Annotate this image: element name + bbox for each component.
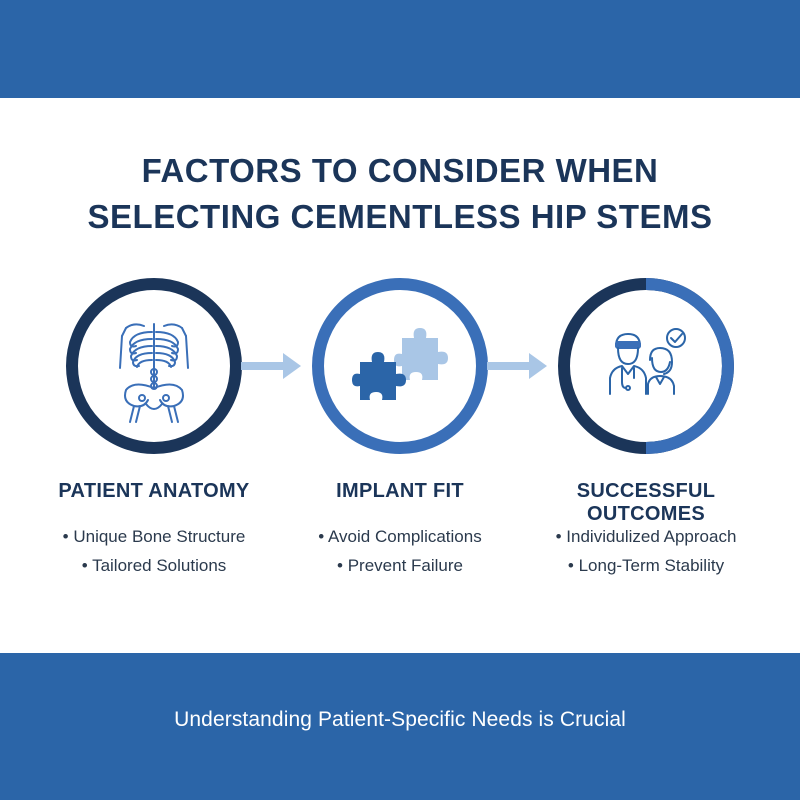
step-heading: Successful Outcomes <box>576 480 716 525</box>
footer-text: Understanding Patient-Specific Needs is … <box>174 708 626 731</box>
bullet-item: Avoid Complications <box>270 522 530 551</box>
doctors-checkmark-icon <box>558 278 734 454</box>
step-successful-outcomes: Successful Outcomes Individulized Approa… <box>516 480 776 580</box>
step-circle-implant-fit <box>310 276 490 456</box>
step-heading: Patient Anatomy <box>58 480 250 502</box>
puzzle-pieces-icon <box>312 278 488 454</box>
right-arrow-icon <box>487 353 547 379</box>
bullet-item: Long-Term Stability <box>516 551 776 580</box>
bullet-item: Tailored Solutions <box>24 551 284 580</box>
bullet-item: Prevent Failure <box>270 551 530 580</box>
bullet-item: Individulized Approach <box>516 522 776 551</box>
footer-band <box>0 653 800 800</box>
bullet-list: Unique Bone Structure Tailored Solutions <box>24 522 284 580</box>
step-heading: Implant Fit <box>336 480 464 502</box>
right-arrow-icon <box>241 353 301 379</box>
step-patient-anatomy: Patient Anatomy Unique Bone Structure Ta… <box>24 480 284 580</box>
step-circle-successful-outcomes <box>556 276 736 456</box>
bullet-list: Individulized Approach Long-Term Stabili… <box>516 522 776 580</box>
step-implant-fit: Implant Fit Avoid Complications Prevent … <box>270 480 530 580</box>
skeleton-icon <box>66 278 242 454</box>
header-band <box>0 0 800 98</box>
bullet-item: Unique Bone Structure <box>24 522 284 551</box>
step-circle-patient-anatomy <box>64 276 244 456</box>
bullet-list: Avoid Complications Prevent Failure <box>270 522 530 580</box>
title-line-2: Selecting Cementless Hip Stems <box>87 198 713 235</box>
title-line-1: Factors to Consider When <box>141 152 659 189</box>
page-title: Factors to Consider When Selecting Cemen… <box>0 148 800 240</box>
